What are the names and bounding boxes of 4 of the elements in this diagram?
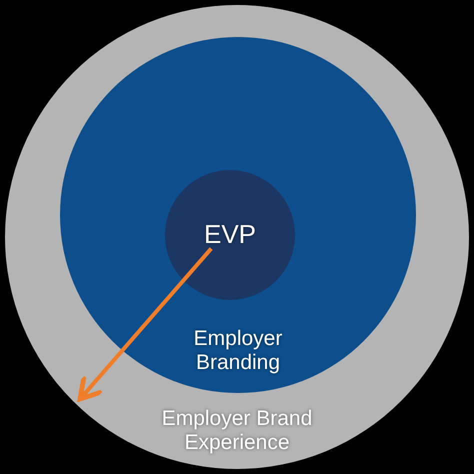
- arrow: [78, 247, 213, 402]
- circle-label: EVP: [202, 220, 258, 250]
- circle-label: Employer Branding: [192, 327, 284, 376]
- circle-label: Employer Brand Experience: [160, 407, 314, 456]
